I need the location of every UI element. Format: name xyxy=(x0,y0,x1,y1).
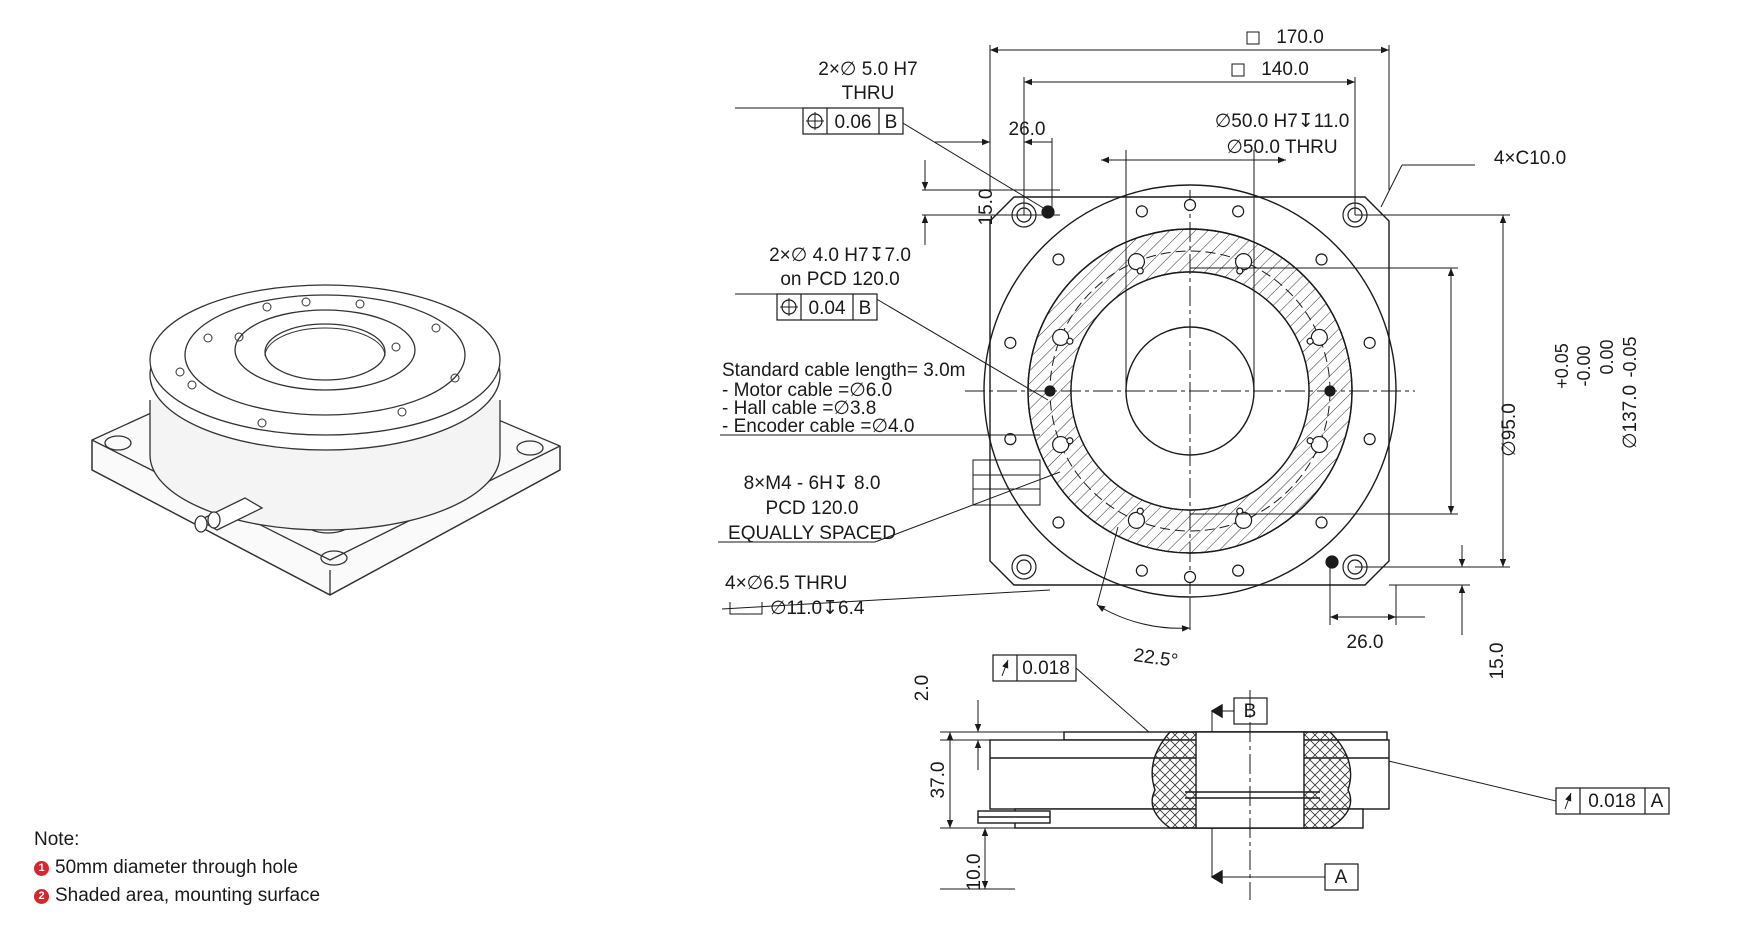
flange-hole xyxy=(1315,253,1328,266)
tapped-hole-m4 xyxy=(1136,507,1144,515)
callout-thru-line1: 4×∅6.5 THRU xyxy=(725,573,847,594)
tapped-hole-m4 xyxy=(1236,267,1244,275)
ring-mount-hole xyxy=(1127,511,1146,529)
ring-mount-hole xyxy=(1234,511,1253,529)
datum-a-label: A xyxy=(1335,867,1348,888)
callout-cable-line2: - Motor cable =∅6.0 xyxy=(722,380,892,401)
flange-hole xyxy=(1135,564,1148,577)
pin-hole-5mm xyxy=(1325,555,1339,569)
dim-d95: ∅95.0 xyxy=(1499,403,1520,457)
callout-pin4-line2: on PCD 120.0 xyxy=(780,269,899,290)
ring-mount-hole xyxy=(1127,253,1146,271)
square-symbol xyxy=(1231,63,1245,77)
note-item-1: 1 50mm diameter through hole xyxy=(34,854,320,882)
ring-mount-hole xyxy=(1310,328,1328,347)
note-number-1: 1 xyxy=(34,860,49,876)
ring-mount-hole xyxy=(1052,328,1070,347)
frame-symbols xyxy=(780,112,1572,878)
dim-height-37: 37.0 xyxy=(928,762,949,799)
note-block: Note: 1 50mm diameter through hole 2 Sha… xyxy=(34,826,320,910)
ring-mount-hole xyxy=(1052,435,1070,454)
dimension-lines xyxy=(921,45,1510,635)
callout-pin5-line1: 2×∅ 5.0 H7 xyxy=(818,59,917,80)
note-number-2: 2 xyxy=(34,888,49,904)
tapped-hole-m4 xyxy=(1066,337,1074,345)
dim-height-2: 2.0 xyxy=(912,675,933,701)
note-item-2: 2 Shaded area, mounting surface xyxy=(34,882,320,910)
flange-hole xyxy=(1363,433,1376,446)
tapped-hole-m4 xyxy=(1236,507,1244,515)
dim-15-top: 15.0 xyxy=(976,189,997,226)
counterbore-symbol xyxy=(729,602,763,615)
pin-hole-4mm xyxy=(1044,385,1056,397)
callout-m4-line3: EQUALLY SPACED xyxy=(728,523,896,544)
callout-cable-line4: - Encoder cable =∅4.0 xyxy=(722,416,914,437)
dim-chamfer: 4×C10.0 xyxy=(1494,148,1566,169)
flange-hole xyxy=(1004,433,1017,446)
dim-d137-tol-up: 0.00 xyxy=(1597,339,1617,374)
side-view xyxy=(940,690,1390,900)
dim-square-140: 140.0 xyxy=(1261,59,1309,80)
labels: 170.0 140.0 ∅50.0 H7↧11.0 ∅50.0 THRU 26.… xyxy=(722,27,1664,890)
callout-m4-line1: 8×M4 - 6H↧ 8.0 xyxy=(744,473,881,494)
flange-hole xyxy=(1315,516,1328,529)
flange-hole xyxy=(1004,336,1017,349)
dim-bore-h7: ∅50.0 H7↧11.0 xyxy=(1215,111,1350,132)
dim-height-10: 10.0 xyxy=(964,854,985,891)
hole-pattern xyxy=(1004,198,1376,584)
note-title: Note: xyxy=(34,829,80,850)
flange-hole xyxy=(1052,516,1065,529)
callout-pin4-line1: 2×∅ 4.0 H7↧7.0 xyxy=(769,245,911,266)
flange-hole xyxy=(1183,570,1197,584)
tapped-hole-m4 xyxy=(1306,437,1314,445)
dim-d95-tol-lo: -0.00 xyxy=(1574,345,1594,386)
callout-pin5-ref: B xyxy=(885,112,898,133)
datum-b-label: B xyxy=(1244,701,1257,722)
tapped-hole-m4 xyxy=(1066,437,1074,445)
pin-hole-4mm xyxy=(1324,385,1336,397)
ring-mount-hole xyxy=(1234,253,1253,271)
tapped-hole-m4 xyxy=(1136,267,1144,275)
note-text-1: 50mm diameter through hole xyxy=(55,857,298,878)
dim-d137-tol-lo: -0.05 xyxy=(1620,336,1640,377)
dim-angle: 22.5° xyxy=(1132,645,1179,672)
runout-right-ref: A xyxy=(1651,791,1664,812)
callout-cable-line1: Standard cable length= 3.0m xyxy=(722,360,965,381)
flange-hole xyxy=(1183,198,1197,212)
callout-pin4-tol: 0.04 xyxy=(809,298,846,319)
dim-26-top: 26.0 xyxy=(1009,119,1046,140)
dim-d95-tol-up: +0.05 xyxy=(1552,343,1572,389)
base-plate-outline xyxy=(989,196,1390,586)
corner-hole xyxy=(1016,559,1032,575)
runout-right-value: 0.018 xyxy=(1588,791,1636,812)
flange-hole xyxy=(1363,336,1376,349)
dim-15-bottom: 15.0 xyxy=(1487,643,1508,680)
tapped-hole-m4 xyxy=(1306,337,1314,345)
callout-thru-line2: ∅11.0↧6.4 xyxy=(770,598,865,619)
flange-hole xyxy=(1135,205,1148,218)
dim-26-bottom: 26.0 xyxy=(1347,632,1384,653)
callout-pin4-ref: B xyxy=(859,298,872,319)
callout-m4-line2: PCD 120.0 xyxy=(766,498,859,519)
dim-bore-thru: ∅50.0 THRU xyxy=(1226,137,1337,158)
runout-top-value: 0.018 xyxy=(1022,658,1070,679)
flange-hole xyxy=(1052,253,1065,266)
callout-cable-line3: - Hall cable =∅3.8 xyxy=(722,398,876,419)
dim-d137: ∅137.0 xyxy=(1620,385,1641,449)
top-view xyxy=(965,184,1415,620)
isometric-view xyxy=(91,284,561,596)
dim-square-170: 170.0 xyxy=(1276,27,1324,48)
square-symbol xyxy=(1246,31,1260,45)
callout-pin5-line2: THRU xyxy=(842,83,895,104)
flange-hole xyxy=(1232,205,1245,218)
note-text-2: Shaded area, mounting surface xyxy=(55,885,321,906)
callout-pin5-tol: 0.06 xyxy=(835,112,872,133)
ring-mount-hole xyxy=(1310,435,1328,454)
flange-hole xyxy=(1232,564,1245,577)
